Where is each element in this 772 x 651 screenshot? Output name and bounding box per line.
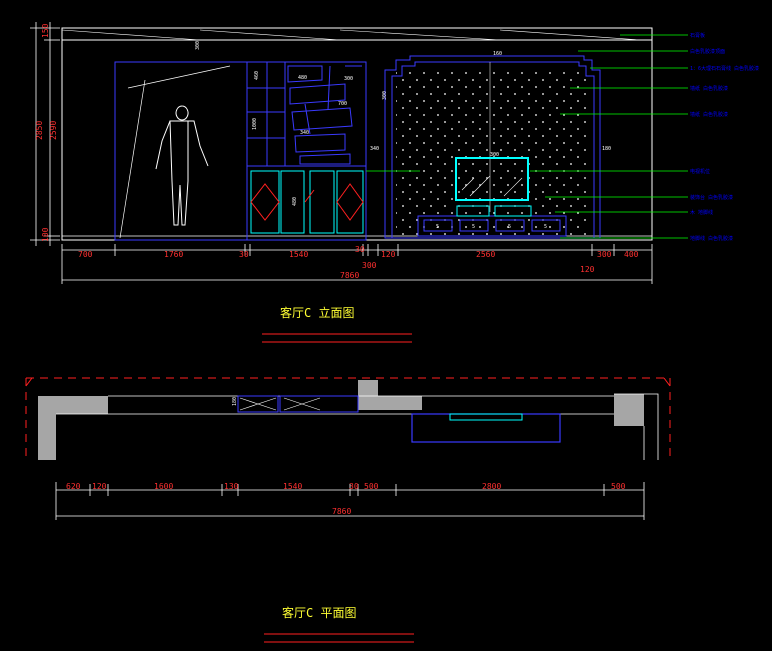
svg-text:1600: 1600 (154, 482, 173, 491)
svg-text:130: 130 (224, 482, 239, 491)
svg-text:460: 460 (254, 71, 260, 80)
svg-text:120: 120 (92, 482, 107, 491)
svg-text:150: 150 (41, 23, 50, 38)
svg-text:2560: 2560 (476, 250, 495, 259)
svg-text:2590: 2590 (49, 121, 58, 140)
svg-text:2800: 2800 (482, 482, 501, 491)
plan-tv (449, 413, 523, 421)
svg-text:30: 30 (349, 482, 359, 491)
plan-title: 客厅C 平面图 (282, 605, 356, 620)
tv-cabinet (417, 205, 567, 237)
wall-left (38, 396, 56, 460)
svg-text:30: 30 (239, 250, 249, 259)
cabinet-labels: 5 5 5 5 (436, 224, 547, 230)
svg-text:300: 300 (597, 250, 612, 259)
elevation-title: 客厅C 立面图 (280, 305, 354, 320)
wall-right (614, 394, 644, 426)
svg-text:1540: 1540 (289, 250, 308, 259)
svg-text:5: 5 (508, 224, 511, 230)
svg-text:300: 300 (490, 152, 499, 158)
plan-dimension-lines (55, 482, 645, 520)
svg-text:5: 5 (436, 224, 439, 230)
svg-text:120: 120 (580, 265, 595, 274)
svg-text:400: 400 (624, 250, 639, 259)
section-frame (25, 377, 671, 460)
annotation-texts: 石膏板 白色乳胶漆顶面 1：6大理石石膏线 白色乳胶漆 墙纸 白色乳胶漆 墙纸 … (690, 32, 759, 242)
svg-text:700: 700 (338, 101, 347, 107)
plan-bookshelf (237, 395, 359, 413)
svg-text:300: 300 (344, 76, 353, 82)
svg-text:石膏板: 石膏板 (690, 32, 705, 39)
ceiling-hatch (61, 29, 641, 41)
column-middle (358, 380, 378, 410)
svg-text:2850: 2850 (35, 121, 44, 140)
svg-text:180: 180 (602, 146, 611, 152)
bookshelf (246, 61, 367, 241)
svg-text:墙纸 白色乳胶漆: 墙纸 白色乳胶漆 (690, 85, 728, 92)
svg-text:1540: 1540 (283, 482, 302, 491)
svg-text:地脚线 白色乳胶漆: 地脚线 白色乳胶漆 (690, 235, 733, 242)
plan-drawing: 180 620 120 1600 130 1540 30 500 2800 50… (25, 377, 671, 643)
section-marker-icon (25, 377, 671, 387)
vertical-dimension (30, 22, 60, 246)
svg-text:180: 180 (232, 397, 238, 406)
tv-screen (455, 157, 529, 201)
svg-text:7860: 7860 (332, 507, 351, 516)
svg-text:480: 480 (298, 75, 307, 81)
bookshelf-doors (250, 170, 364, 234)
svg-text:1：6大理石石膏线 白色乳胶漆: 1：6大理石石膏线 白色乳胶漆 (690, 65, 759, 72)
svg-text:300: 300 (195, 41, 201, 50)
svg-text:120: 120 (381, 250, 396, 259)
svg-text:500: 500 (364, 482, 379, 491)
svg-text:电视机位: 电视机位 (690, 168, 710, 175)
svg-text:白色乳胶漆顶面: 白色乳胶漆顶面 (690, 48, 725, 55)
inner-tags: 300 480 700 460 300 1000 340 340 300 160… (195, 41, 611, 206)
svg-text:500: 500 (611, 482, 626, 491)
svg-text:480: 480 (292, 197, 298, 206)
glass-line-2 (119, 79, 146, 239)
svg-text:7860: 7860 (340, 271, 359, 280)
annotation-leaders (366, 34, 688, 239)
svg-text:700: 700 (78, 250, 93, 259)
svg-text:160: 160 (493, 51, 502, 57)
wall-right-outline (614, 393, 659, 460)
human-figure-icon (155, 105, 209, 226)
tv-reflection (461, 175, 523, 197)
svg-text:620: 620 (66, 482, 81, 491)
svg-text:木 地脚线: 木 地脚线 (690, 209, 713, 216)
wall-middle-top (378, 396, 422, 410)
svg-text:装饰台 白色乳胶漆: 装饰台 白色乳胶漆 (690, 194, 733, 201)
svg-text:340: 340 (300, 130, 309, 136)
svg-text:300: 300 (362, 261, 377, 270)
svg-text:1000: 1000 (252, 118, 258, 130)
bottom-dimension-lines (61, 244, 653, 284)
svg-text:1760: 1760 (164, 250, 183, 259)
tv-feature-wall (384, 55, 601, 239)
svg-text:30: 30 (355, 245, 365, 254)
svg-text:100: 100 (41, 227, 50, 242)
svg-text:5: 5 (544, 224, 547, 230)
svg-text:300: 300 (382, 91, 388, 100)
glass-line-1 (127, 65, 231, 89)
wall-left-top (56, 396, 108, 414)
plan-tv-cabinet (411, 413, 561, 443)
elevation-drawing: 5 5 5 5 石膏板 白色乳胶漆顶面 1：6大理石石膏线 白色乳胶漆 墙纸 白… (30, 22, 759, 343)
svg-text:5: 5 (472, 224, 475, 230)
svg-text:340: 340 (370, 146, 379, 152)
svg-text:墙纸 白色乳胶漆: 墙纸 白色乳胶漆 (690, 111, 728, 118)
